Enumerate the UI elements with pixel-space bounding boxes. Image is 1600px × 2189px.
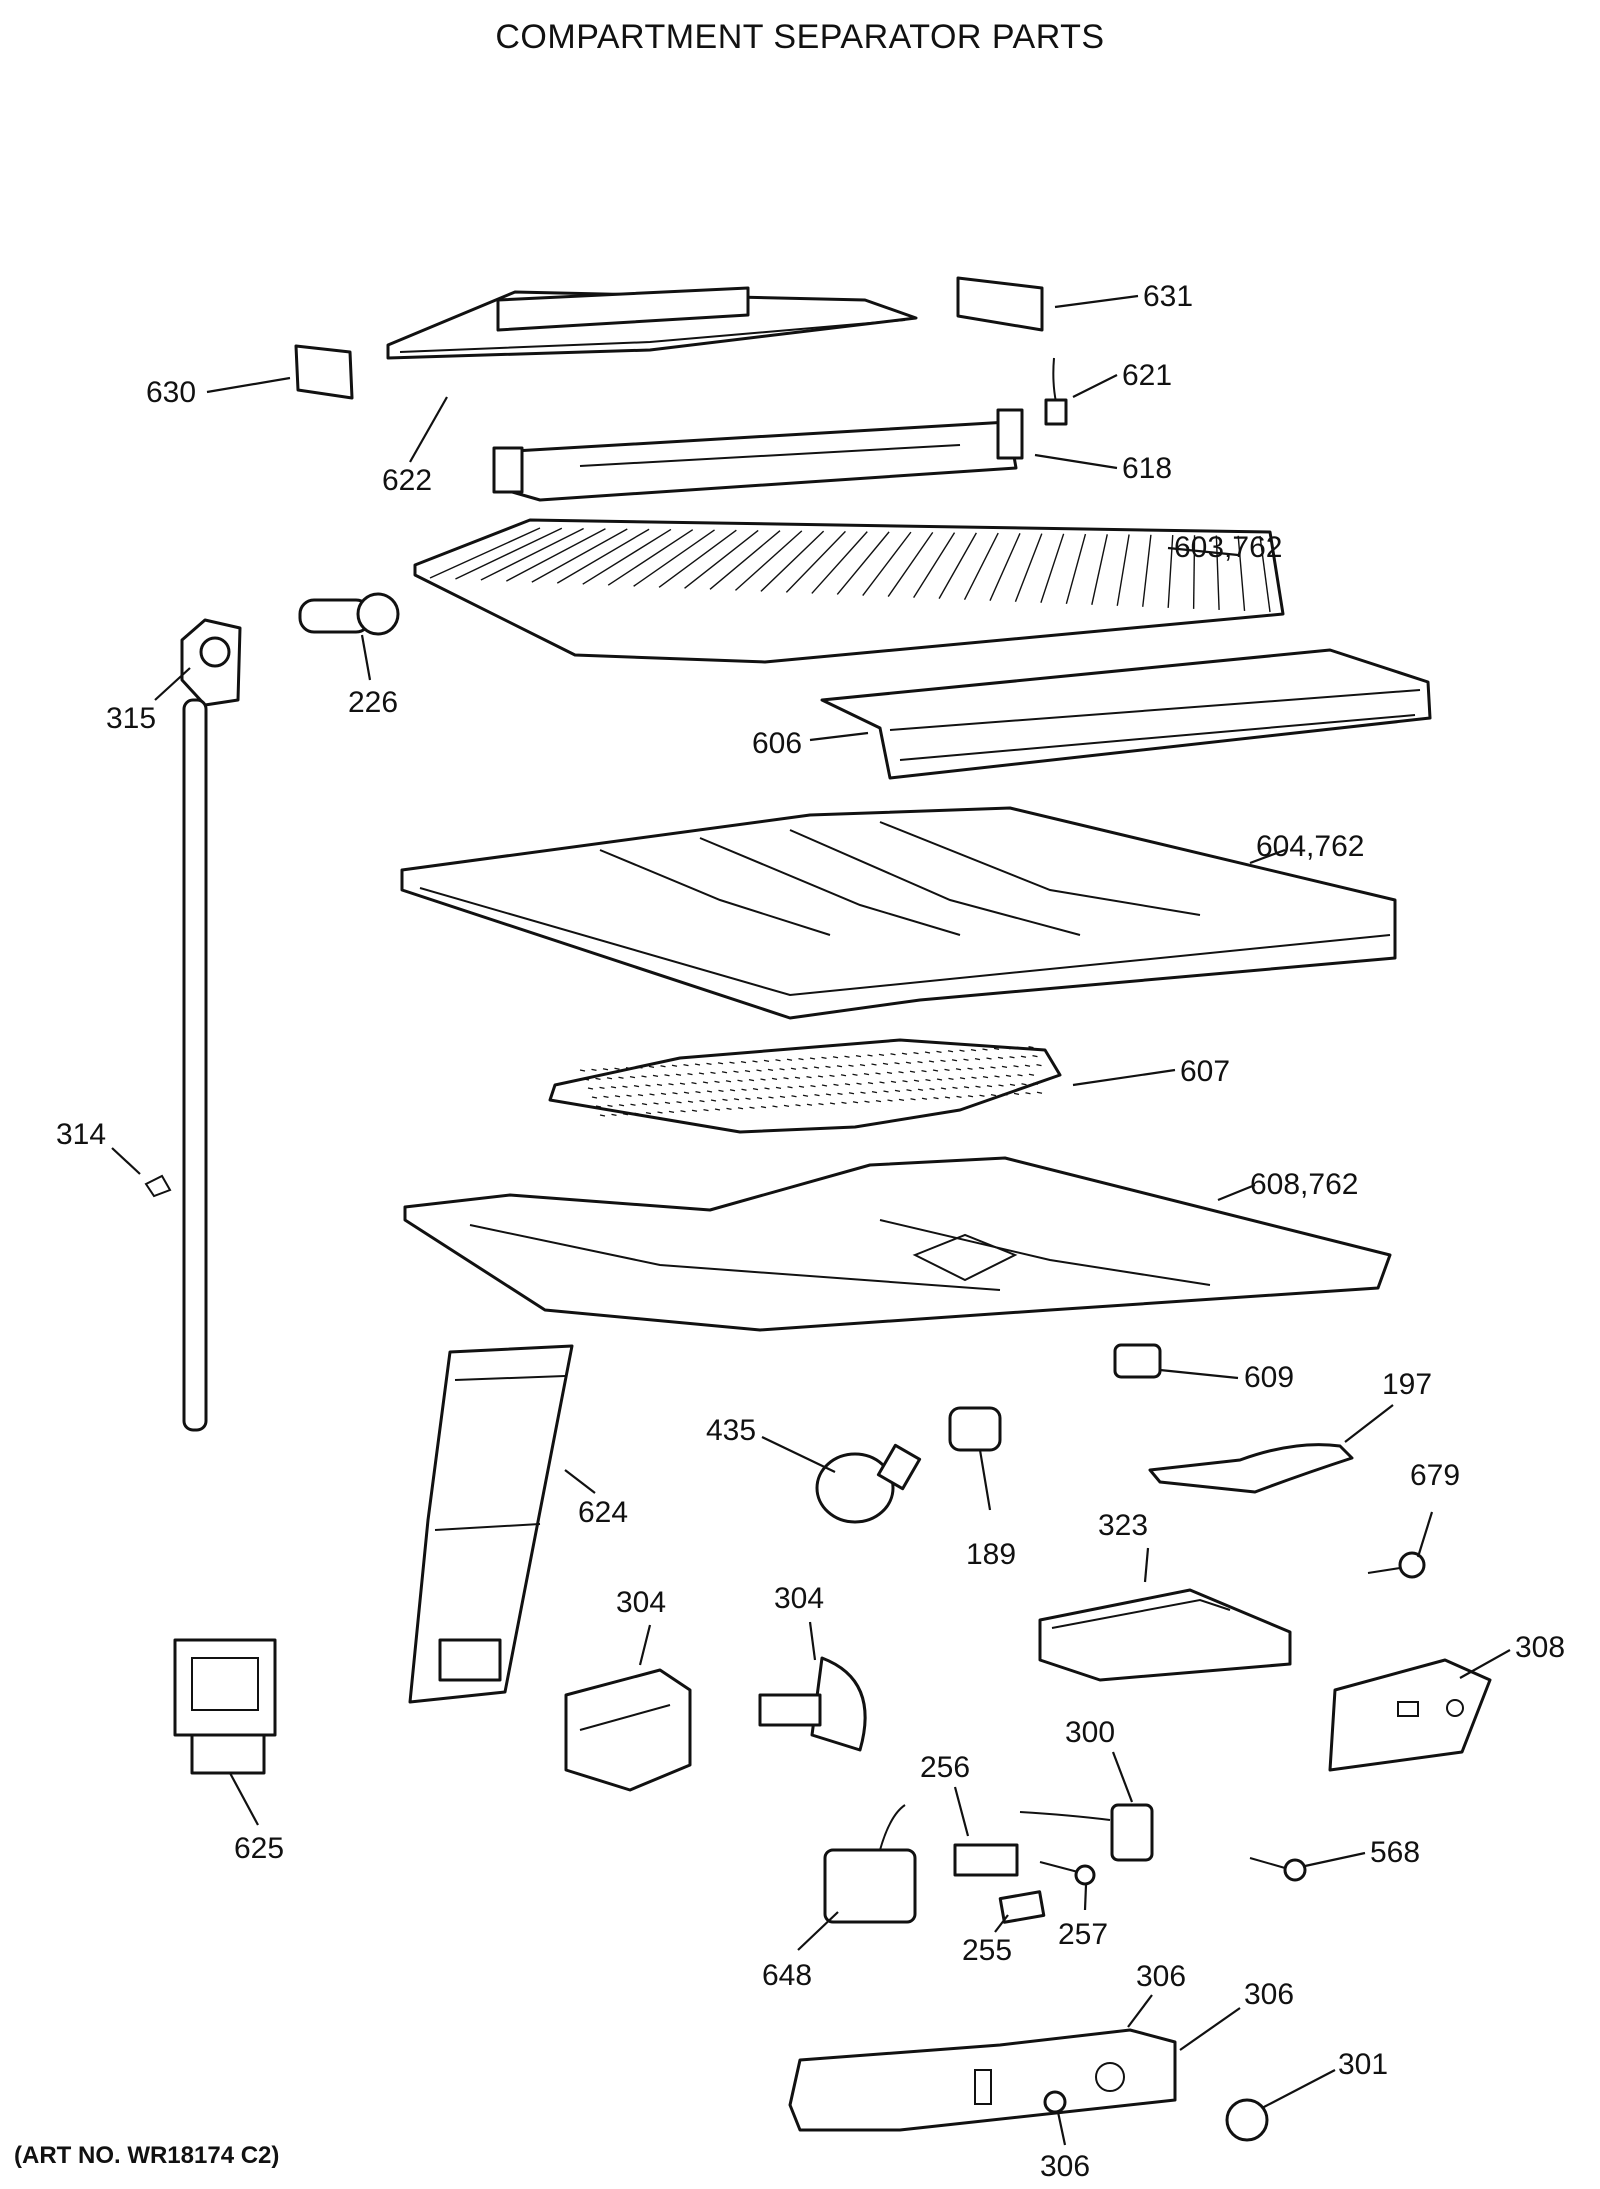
callout-308: 308: [1515, 1631, 1565, 1664]
callout-631: 631: [1143, 280, 1193, 313]
part-568-screw: [1249, 1857, 1307, 1882]
part-257-screw: [1039, 1861, 1096, 1886]
part-255-clip: [998, 1890, 1046, 1924]
callout-621: 621: [1122, 359, 1172, 392]
part-315-hinge: [180, 618, 242, 707]
callout-306-bottom: 306: [1040, 2150, 1090, 2183]
callout-606: 606: [752, 727, 802, 760]
callout-226: 226: [348, 686, 398, 719]
callout-608-762: 608,762: [1250, 1168, 1358, 1201]
callout-679: 679: [1410, 1459, 1460, 1492]
callout-300: 300: [1065, 1716, 1115, 1749]
diagram-title: COMPARTMENT SEPARATOR PARTS: [495, 18, 1105, 56]
part-304-housing: [564, 1668, 692, 1792]
callout-314: 314: [56, 1118, 106, 1151]
part-323-bracket: [1038, 1588, 1292, 1682]
part-306-housing: [788, 2028, 1177, 2132]
part-631-clip: [956, 276, 1044, 332]
part-314-rod: [144, 698, 208, 1432]
callout-609: 609: [1244, 1361, 1294, 1394]
part-607-insulation: [548, 1038, 1062, 1134]
callout-630: 630: [146, 376, 196, 409]
part-197-strap: [1148, 1443, 1354, 1494]
callout-304-knob: 304: [774, 1582, 824, 1615]
part-603-shelf: [413, 518, 1285, 664]
callout-618: 618: [1122, 452, 1172, 485]
callout-304-housing: 304: [616, 1586, 666, 1619]
part-226-tube: [298, 592, 400, 636]
part-189-socket: [948, 1406, 1002, 1452]
callout-256: 256: [920, 1751, 970, 1784]
part-606-trim: [820, 648, 1432, 780]
part-435-bulb: [815, 1443, 922, 1524]
callout-315: 315: [106, 702, 156, 735]
art-number: (ART NO. WR18174 C2): [14, 2142, 280, 2169]
callout-625: 625: [234, 1832, 284, 1865]
part-648-motor: [823, 1804, 917, 1924]
part-625-damper: [173, 1638, 277, 1775]
callout-306-top: 306: [1136, 1960, 1186, 1993]
callout-568: 568: [1370, 1836, 1420, 1869]
callout-648: 648: [762, 1959, 812, 1992]
part-308-plate: [1328, 1658, 1492, 1772]
part-256-switch: [953, 1843, 1019, 1877]
part-630-clip: [294, 344, 354, 400]
callout-labels: 631 630 621 622 618 603,762 315 226 606 …: [56, 280, 1565, 2183]
callout-306-right: 306: [1244, 1978, 1294, 2011]
part-604-pan: [400, 806, 1397, 1020]
callout-607: 607: [1180, 1055, 1230, 1088]
callout-323: 323: [1098, 1509, 1148, 1542]
callout-255: 255: [962, 1934, 1012, 1967]
callout-257: 257: [1058, 1918, 1108, 1951]
part-304-knob: [758, 1656, 867, 1752]
callout-603-762: 603,762: [1174, 531, 1282, 564]
part-624-duct: [408, 1344, 574, 1704]
callout-197: 197: [1382, 1368, 1432, 1401]
leader-lines: [111, 294, 1511, 2146]
callout-622: 622: [382, 464, 432, 497]
callout-624: 624: [578, 1496, 628, 1529]
callout-604-762: 604,762: [1256, 830, 1364, 863]
part-679-screw: [1367, 1551, 1426, 1579]
part-622-cover: [386, 286, 918, 360]
callout-189: 189: [966, 1538, 1016, 1571]
part-608-pan: [403, 1156, 1392, 1332]
part-301-knob: [1225, 2098, 1269, 2142]
part-609-grommet: [1113, 1343, 1162, 1379]
callout-301: 301: [1338, 2048, 1388, 2081]
part-621-wire: [1044, 357, 1068, 426]
part-618-rail: [492, 408, 1024, 502]
callout-435: 435: [706, 1414, 756, 1447]
part-300-switch: [1019, 1803, 1154, 1862]
